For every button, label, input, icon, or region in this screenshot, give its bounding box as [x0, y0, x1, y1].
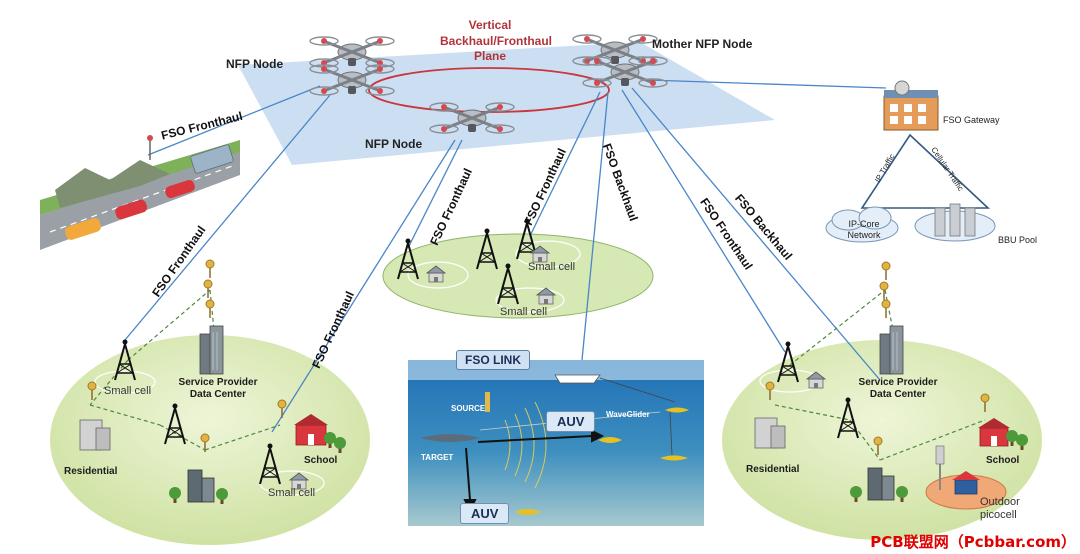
data-center-left — [199, 325, 224, 375]
traffic-triangle — [860, 133, 991, 209]
fso-gateway-label: FSO Gateway — [943, 115, 1000, 125]
waveglider-label: WaveGlider — [606, 410, 650, 419]
nfp-node-left-label: NFP Node — [226, 57, 284, 71]
small-cell-label-left-bottom: Small cell — [268, 487, 316, 499]
ip-core-line-2: Network — [847, 229, 881, 240]
buildings-left-bottom — [187, 469, 215, 503]
service-provider-label-right: Service Provider Data Center — [852, 377, 944, 401]
data-center-right — [879, 325, 904, 375]
school-label-left: School — [304, 455, 338, 466]
plane-title-line-1: Vertical — [468, 18, 512, 32]
target-label: TARGET — [421, 453, 454, 462]
residential-left — [79, 419, 111, 451]
plane-title-line-2: Backhaul/Fronthaul — [440, 33, 553, 48]
underwater-panel — [408, 360, 704, 526]
small-cell-label-center-1: Small cell — [528, 261, 576, 273]
outdoor-picocell — [925, 445, 1007, 510]
plane-title-line-3: Plane — [473, 49, 506, 64]
residential-label-left: Residential — [64, 466, 118, 477]
outdoor-picocell-label: Outdoor picocell — [980, 496, 1020, 522]
residential-label-right: Residential — [746, 464, 800, 475]
outdoor-picocell-line-1: Outdoor — [980, 496, 1020, 508]
outdoor-picocell-line-2: picocell — [980, 509, 1017, 522]
fso-link-label: FSO LINK — [456, 350, 530, 370]
service-provider-left-line-1: Service Provider — [178, 377, 258, 388]
drone-left — [308, 35, 396, 69]
fso-links — [124, 79, 887, 433]
bbu-pool-cloud — [914, 203, 996, 242]
service-provider-right-line-1: Service Provider — [858, 377, 938, 388]
nfp-node-center-label: NFP Node — [365, 137, 423, 151]
fso-gateway — [883, 80, 939, 131]
service-provider-label-left: Service Provider Data Center — [172, 377, 264, 401]
ip-core-cloud — [825, 206, 899, 243]
ip-core-line-1: IP-Core — [848, 219, 880, 229]
left-area — [50, 335, 370, 545]
residential-right — [754, 417, 786, 449]
ip-core-network-label: IP-Core Network — [843, 219, 885, 241]
school-label-right: School — [986, 455, 1020, 466]
bbu-pool-label: BBU Pool — [998, 235, 1038, 245]
watermark: PCB联盟网（Pcbbar.com） — [870, 533, 1076, 551]
buildings-right-bottom — [867, 467, 895, 501]
center-cluster — [382, 233, 654, 319]
plane-title: Vertical Backhaul/Fronthaul Plane — [440, 18, 553, 65]
mother-nfp-node-label: Mother NFP Node — [652, 37, 753, 51]
small-cell-label-center-2: Small cell — [500, 306, 548, 318]
small-cell-label-left: Small cell — [104, 385, 152, 397]
highway-illustration — [40, 135, 240, 250]
auv-label-bottom: AUV — [460, 503, 510, 524]
school-left — [294, 414, 328, 446]
source-label: SOURCE — [451, 404, 486, 413]
service-provider-right-line-2: Data Center — [869, 389, 927, 400]
auv-label-right: AUV — [546, 411, 596, 432]
service-provider-left-line-2: Data Center — [189, 389, 247, 400]
